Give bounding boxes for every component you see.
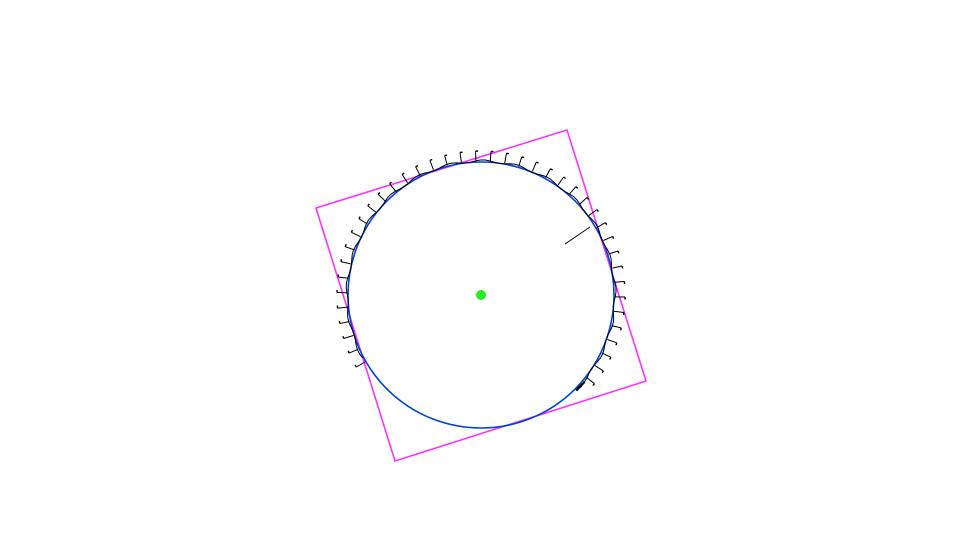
tick-barb-10 — [358, 216, 361, 220]
tick-mark-22 — [518, 156, 523, 167]
tick-mark-26 — [568, 186, 577, 195]
tick-mark-27 — [579, 197, 588, 205]
tick-barb-32 — [621, 265, 624, 269]
tick-barb-38 — [609, 356, 612, 360]
tick-mark-0 — [356, 361, 366, 368]
tick-mark-4 — [337, 306, 348, 309]
tick-mark-39 — [594, 365, 604, 372]
tick-barb-12 — [377, 191, 381, 195]
tick-barb-2 — [342, 335, 345, 339]
radial-pointer-line — [564, 226, 591, 245]
tick-mark-32 — [612, 265, 623, 269]
tick-barb-39 — [601, 370, 604, 374]
tick-barb-8 — [344, 244, 347, 247]
tick-mark-28 — [588, 209, 598, 216]
tick-barb-28 — [596, 209, 599, 213]
traced-contour-arc — [345, 159, 617, 383]
tick-barb-0 — [354, 364, 357, 368]
tick-barb-31 — [617, 250, 620, 254]
tick-mark-30 — [603, 235, 613, 241]
tick-barb-29 — [604, 222, 608, 226]
tick-barb-1 — [347, 350, 350, 354]
tick-barb-30 — [611, 236, 615, 239]
tick-marks — [336, 150, 626, 387]
tick-mark-11 — [367, 205, 377, 213]
tick-barb-3 — [338, 320, 341, 324]
tick-mark-37 — [607, 339, 617, 344]
tick-barb-40 — [592, 383, 596, 387]
tick-barb-27 — [586, 197, 590, 200]
tick-barb-15 — [415, 164, 419, 168]
tick-mark-7 — [340, 261, 351, 265]
tick-mark-25 — [557, 176, 565, 186]
tick-mark-16 — [429, 160, 434, 170]
tick-mark-13 — [389, 183, 397, 192]
tick-mark-23 — [532, 161, 537, 172]
tick-mark-3 — [339, 321, 350, 324]
tick-mark-29 — [596, 222, 606, 229]
tick-mark-33 — [614, 280, 625, 283]
tick-barb-17 — [444, 154, 448, 157]
tick-barb-7 — [340, 259, 343, 262]
tick-barb-22 — [521, 156, 525, 159]
tick-mark-36 — [611, 325, 622, 329]
tick-barb-14 — [401, 172, 405, 176]
tick-mark-8 — [345, 246, 355, 251]
tick-barb-11 — [367, 203, 370, 207]
tick-mark-20 — [489, 151, 492, 162]
tick-mark-14 — [401, 174, 409, 184]
tick-mark-18 — [459, 152, 462, 163]
tick-mark-31 — [608, 250, 619, 255]
tick-mark-2 — [343, 335, 354, 339]
tick-mark-35 — [613, 310, 624, 313]
tick-mark-21 — [504, 153, 507, 164]
tick-barb-13 — [389, 181, 392, 185]
traced-contour-arc-lower — [575, 381, 586, 392]
tick-mark-24 — [545, 168, 551, 178]
tick-mark-15 — [415, 166, 421, 176]
tick-barb-36 — [619, 327, 622, 331]
tick-mark-38 — [601, 352, 612, 358]
tick-barb-9 — [350, 229, 354, 233]
tick-barb-24 — [550, 168, 553, 171]
tick-mark-10 — [358, 218, 368, 225]
tick-barb-25 — [563, 176, 567, 180]
tick-mark-9 — [351, 231, 361, 238]
tick-barb-37 — [615, 342, 618, 346]
tick-mark-40 — [586, 377, 595, 385]
tick-mark-6 — [338, 276, 349, 279]
fitted-circle — [347, 161, 615, 429]
rotated-bounding-box — [314, 128, 648, 463]
tick-mark-12 — [377, 193, 386, 202]
tick-mark-1 — [349, 348, 359, 354]
tick-mark-17 — [444, 155, 448, 166]
center-point — [476, 290, 486, 300]
tick-barb-16 — [429, 158, 433, 162]
tick-barb-26 — [575, 186, 579, 189]
tick-barb-23 — [536, 161, 539, 164]
